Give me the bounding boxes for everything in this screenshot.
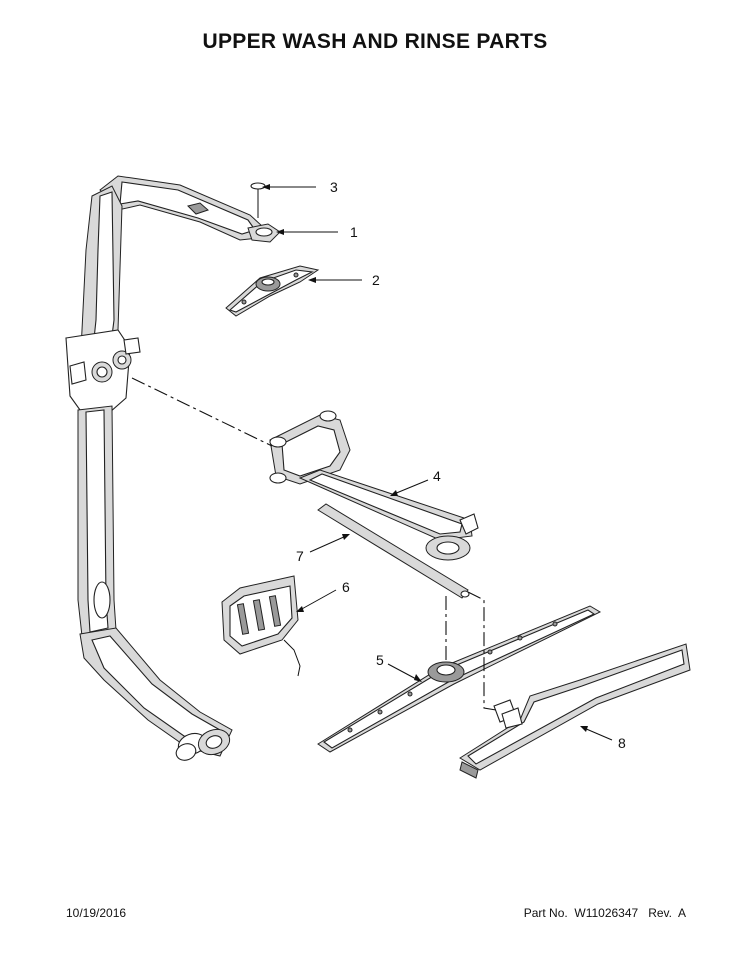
callout-5: 5 (376, 652, 384, 668)
part-8-rail (459, 643, 691, 779)
callout-1: 1 (350, 224, 358, 240)
part-3-cap (250, 182, 266, 218)
footer-part-number: Part No. W11026347 Rev. A (523, 906, 686, 920)
callout-4: 4 (433, 468, 441, 484)
connection-line-tube-to-diverter (131, 377, 273, 447)
part-4-diverter (269, 410, 479, 561)
callout-6: 6 (342, 579, 350, 595)
connection-line-arm-to-rail (467, 591, 497, 711)
part-7-tube (317, 503, 470, 599)
part-5-lower-spray-arm (317, 605, 602, 753)
part-6-clip-assembly (221, 575, 301, 677)
callout-2: 2 (372, 272, 380, 288)
part-1-mount (247, 223, 281, 243)
page-title: UPPER WASH AND RINSE PARTS (202, 30, 548, 53)
part-2-upper-spray-arm (225, 265, 320, 317)
footer-date: 10/19/2016 (66, 906, 127, 920)
callout-leaders (262, 184, 613, 741)
callout-3: 3 (330, 179, 338, 195)
callout-7: 7 (296, 548, 304, 564)
callout-8: 8 (618, 735, 626, 751)
supply-tube (65, 175, 263, 761)
